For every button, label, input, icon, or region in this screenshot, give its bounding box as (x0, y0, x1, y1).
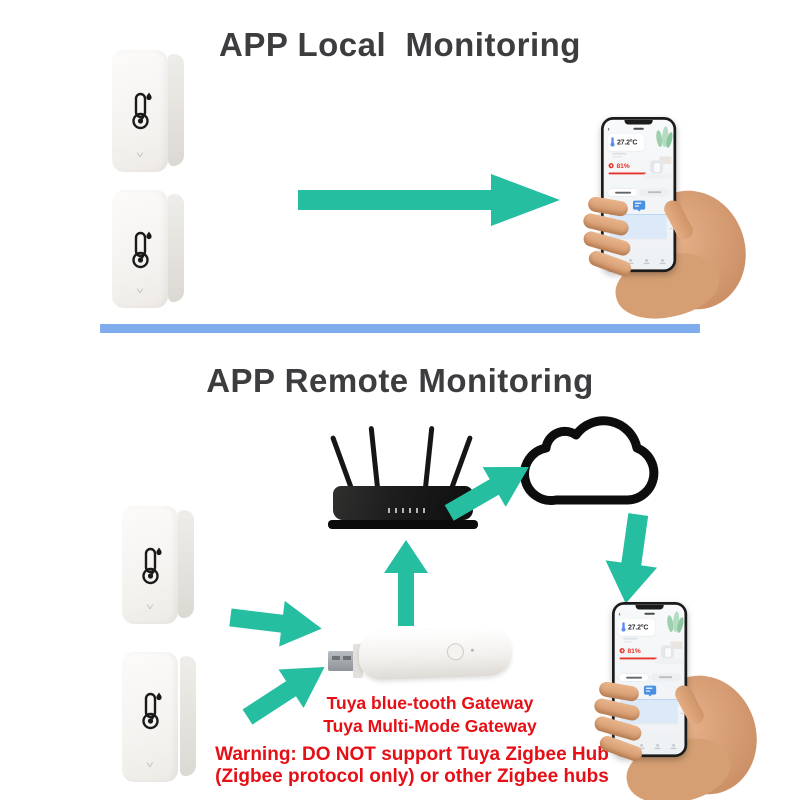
router-base (328, 520, 478, 529)
thermometer-droplet-icon (139, 691, 163, 736)
tab-bar (607, 188, 670, 197)
app-titlebar (633, 127, 644, 130)
remote-section-title: APP Remote Monitoring (206, 362, 594, 399)
temperature-reading: 27.2°C (627, 623, 649, 632)
tab-bar (618, 673, 681, 682)
phone-screen: ‹ 27.2°C 81% (614, 604, 685, 755)
thermometer-icon (611, 137, 614, 144)
usb-neck (353, 644, 363, 678)
temperature-humidity-sensor: ˅ (112, 190, 184, 308)
sensor-front-face (112, 190, 168, 308)
arrow-up-right-icon (444, 467, 529, 521)
phone-notch (635, 604, 664, 610)
brand-mark-icon: ˅ (136, 150, 144, 160)
phone-screen: ‹ 27.2°C 81% (603, 119, 674, 270)
sensor-thumbnail (660, 645, 675, 659)
usb-gateway-dongle (326, 614, 518, 696)
sensor-front-face (112, 50, 168, 172)
back-icon: ‹ (607, 125, 610, 133)
tab-humidity (639, 188, 670, 197)
nav-item (659, 258, 666, 264)
tab-temperature (607, 188, 638, 197)
thermometer-icon (622, 622, 625, 629)
local-section-title: APP Local Monitoring (219, 26, 581, 63)
nav-item (627, 258, 634, 264)
nav-item (643, 258, 650, 264)
brand-mark-icon: ˅ (146, 602, 154, 612)
temperature-reading: 27.2°C (616, 138, 638, 147)
usb-plug (328, 651, 355, 671)
axis-tick (669, 227, 673, 229)
arrow-up-icon (384, 540, 428, 626)
chart-tooltip (632, 200, 646, 212)
back-icon: ‹ (618, 610, 621, 618)
router-leds (388, 508, 425, 513)
arrow-down-icon (605, 513, 658, 604)
subtext-bar (612, 156, 622, 158)
router-antenna (422, 425, 435, 493)
sensor-thumbnail (649, 160, 664, 174)
nav-item (654, 743, 661, 749)
shelf (655, 658, 685, 665)
gateway-label-line2: Tuya Multi-Mode Gateway (323, 716, 537, 736)
chart-tooltip (643, 685, 657, 697)
tab-humidity (650, 673, 681, 682)
router-antenna (329, 434, 356, 494)
tab-temperature (618, 673, 649, 682)
thermometer-bulb-icon (610, 142, 615, 147)
phone-notch (624, 119, 653, 125)
router-antenna (368, 425, 381, 493)
humidity-drop-icon (608, 163, 614, 169)
temperature-card: 27.2°C (607, 133, 645, 151)
nav-item (670, 743, 677, 749)
humidity-reading: 81% (616, 162, 630, 170)
subtext-bar (623, 641, 633, 643)
temperature-humidity-sensor: ˅ (122, 652, 196, 782)
temperature-card: 27.2°C (618, 618, 656, 636)
humidity-reading: 81% (627, 647, 641, 655)
warning-line2: (Zigbee protocol only) or other Zigbee h… (215, 765, 609, 787)
shelf (644, 173, 674, 180)
axis-tick (680, 712, 684, 714)
temperature-humidity-sensor: ˅ (112, 50, 184, 172)
humidity-underline (608, 172, 647, 175)
sensor-side-face (180, 655, 196, 777)
shelf (657, 664, 683, 667)
gateway-body (358, 627, 512, 681)
phone-in-hand: ‹ 27.2°C 81% (592, 590, 796, 800)
thermometer-droplet-icon (129, 91, 153, 136)
phone-in-hand: ‹ 27.2°C 81% (581, 105, 785, 328)
subtext-bar (612, 152, 627, 155)
arrow-right-icon (298, 174, 560, 226)
brand-mark-icon: ˅ (146, 760, 154, 770)
brand-mark-icon: ˅ (136, 286, 144, 296)
warning-text: Warning: DO NOT support Tuya Zigbee Hub … (212, 744, 612, 787)
thermometer-bulb-icon (621, 627, 626, 632)
arrow-right-icon (229, 600, 322, 647)
chart-baseline (609, 238, 667, 240)
humidity-underline (619, 657, 658, 660)
plant-pot (670, 641, 683, 649)
plant-pot (659, 156, 672, 164)
thermometer-droplet-icon (129, 230, 153, 275)
section-divider (100, 324, 700, 333)
chart-baseline (620, 723, 678, 725)
humidity-drop-icon (619, 648, 625, 654)
nav-item (638, 743, 645, 749)
subtext-bar (623, 637, 638, 640)
cloud-icon (512, 400, 674, 517)
app-titlebar (644, 612, 655, 615)
thermometer-droplet-icon (139, 546, 163, 591)
arrow-up-right-icon (242, 666, 325, 725)
warning-line1: Warning: DO NOT support Tuya Zigbee Hub (215, 744, 609, 765)
gateway-labels: Tuya blue-tooth Gateway Tuya Multi-Mode … (290, 692, 570, 738)
shelf (646, 179, 672, 182)
sensor-front-face (122, 506, 178, 624)
temperature-humidity-sensor: ˅ (122, 506, 194, 624)
gateway-button (446, 642, 465, 661)
gateway-led (470, 648, 474, 652)
gateway-label-line1: Tuya blue-tooth Gateway (326, 693, 534, 713)
